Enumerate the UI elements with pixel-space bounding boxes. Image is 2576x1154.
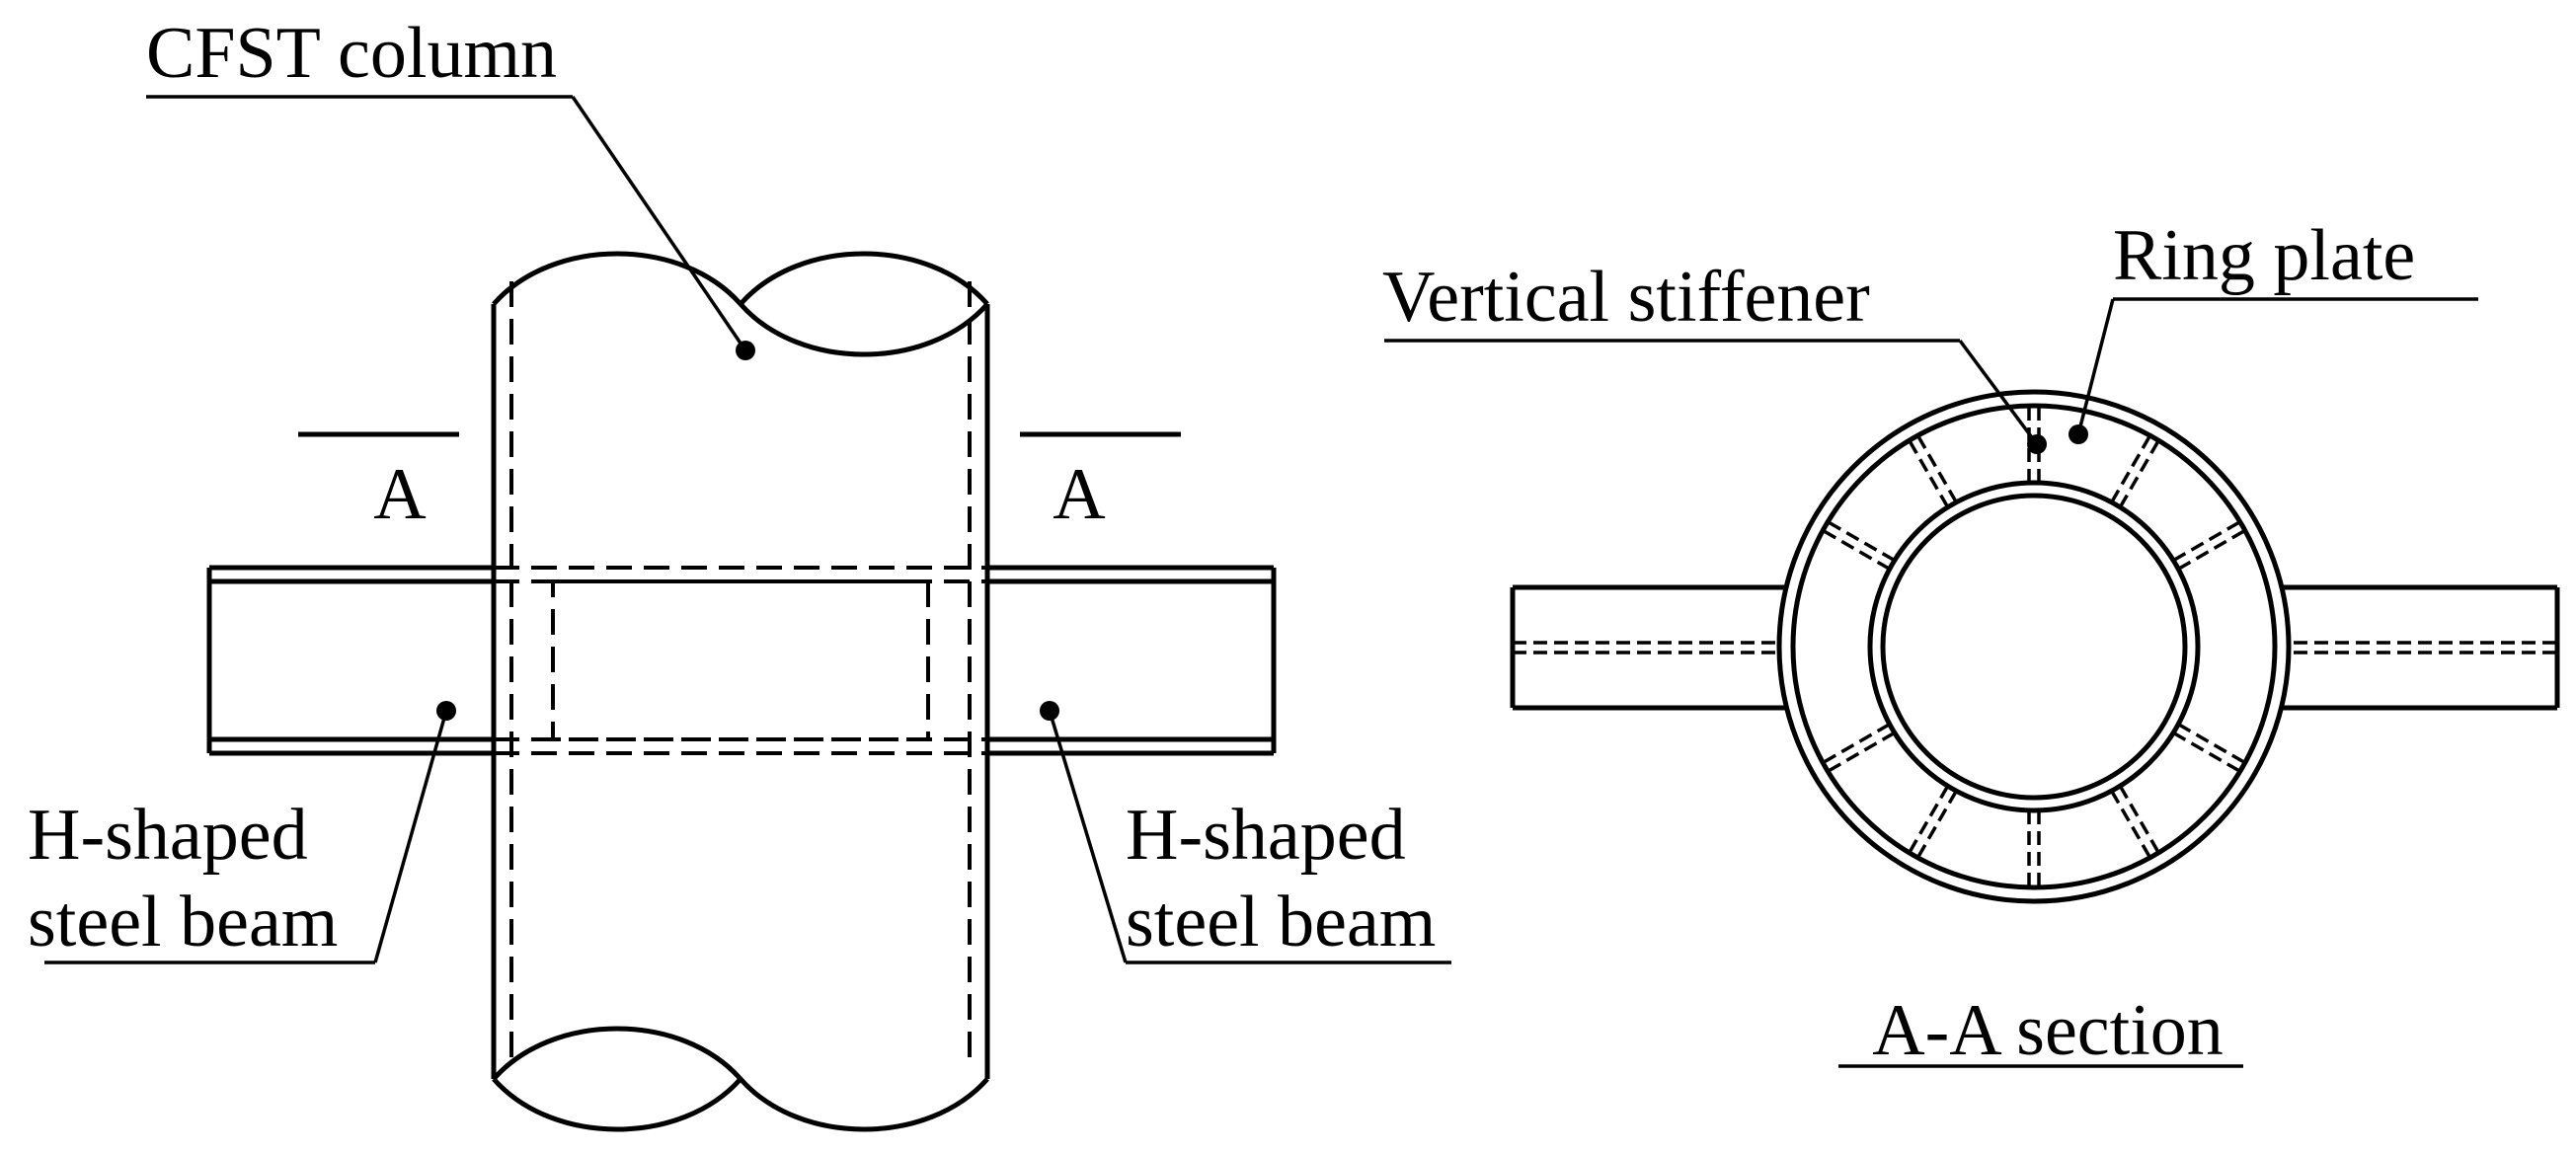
stiffener-line-2 [2172, 520, 2241, 563]
vertical-stiffeners [1822, 406, 2246, 887]
stiffener-line-6 [1908, 785, 1950, 854]
stiffener-line-6 [1915, 790, 1958, 859]
section-right-beam [2190, 584, 2560, 711]
stiffener-line-9 [2172, 731, 2241, 773]
stiffener-line-1 [2110, 434, 2152, 503]
left-beam-leader: H-shaped steel beam [28, 701, 456, 964]
stiffener-label: Vertical stiffener [1382, 257, 1870, 338]
stiffener-line-5 [1827, 731, 1896, 773]
stiffener-line-3 [1822, 528, 1891, 571]
stiffener-line-5 [1822, 723, 1891, 765]
right-beam-label-line1: H-shaped [1126, 795, 1406, 876]
stiffener-line-4 [1915, 434, 1958, 503]
stiffener-line-8 [2110, 790, 2152, 859]
section-caption: A-A section [1838, 990, 2243, 1071]
stiffener-line-2 [2177, 528, 2246, 571]
ring-plate-leader: Ring plate [2069, 215, 2478, 444]
right-beam-label-line2: steel beam [1126, 882, 1436, 962]
ring-plate [1776, 389, 2292, 904]
ring-plate-label: Ring plate [2113, 215, 2415, 296]
left-beam-label-line1: H-shaped [28, 795, 308, 876]
section-mark-right: A [1020, 431, 1181, 535]
stiffener-line-4 [1908, 439, 1950, 508]
right-h-beam [987, 565, 1277, 756]
inner-ring-plate-dashed [494, 566, 987, 755]
section-view: Vertical stiffener Ring plate A-A sectio… [1382, 215, 2560, 1071]
left-beam-label-line2: steel beam [28, 882, 338, 962]
stiffener-line-8 [2118, 785, 2160, 854]
stiffener-line-3 [1827, 520, 1896, 563]
column-leader: CFST column [146, 13, 755, 360]
stiffener-leader: Vertical stiffener [1382, 257, 2047, 454]
elevation-view: A A CFST column H-shaped steel beam H-sh… [28, 13, 1451, 1132]
left-h-beam [206, 565, 494, 756]
stiffener-line-9 [2177, 723, 2246, 765]
right-beam-leader: H-shaped steel beam [1040, 701, 1451, 964]
column-label: CFST column [146, 13, 557, 94]
cfst-column [491, 251, 990, 1132]
section-mark-right-label: A [1053, 454, 1105, 535]
section-caption-text: A-A section [1872, 990, 2224, 1071]
section-mark-left: A [298, 431, 459, 535]
section-mark-left-label: A [373, 454, 426, 535]
stiffener-line-1 [2118, 439, 2160, 508]
